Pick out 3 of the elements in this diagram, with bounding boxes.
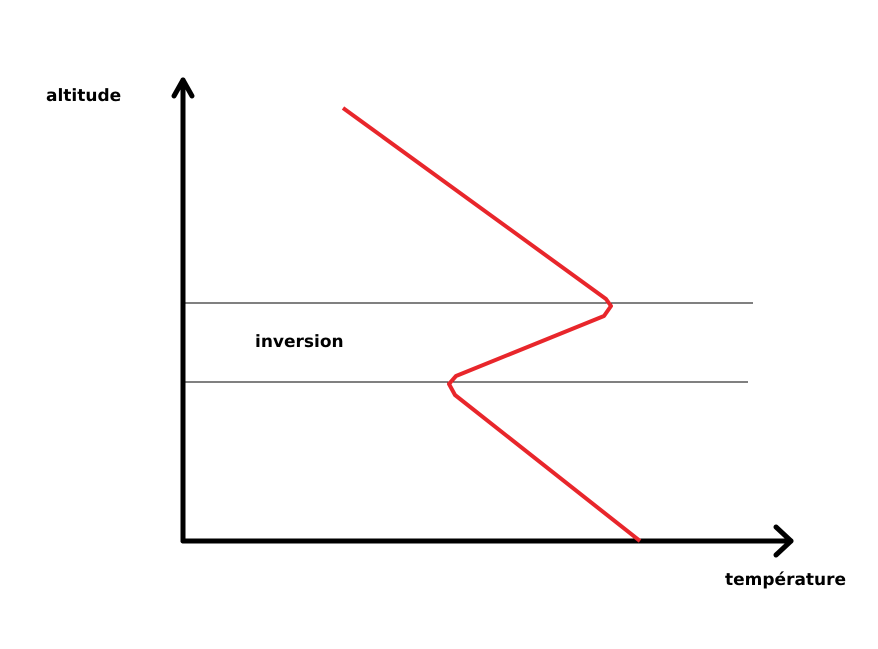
axis-label: température: [725, 572, 846, 589]
layer-label: inversion: [255, 334, 344, 351]
axis-label: altitude: [46, 88, 122, 105]
